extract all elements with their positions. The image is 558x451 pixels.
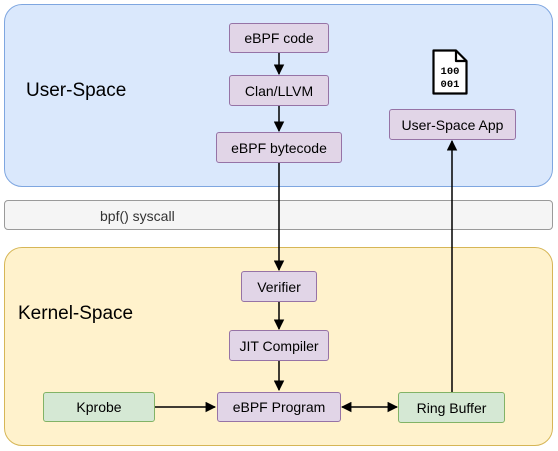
ebpf-program-node[interactable]: eBPF Program — [217, 392, 341, 422]
kprobe-node[interactable]: Kprobe — [43, 392, 155, 422]
verifier-node[interactable]: Verifier — [241, 271, 317, 302]
syscall-label: bpf() syscall — [100, 208, 175, 224]
binary-line-2: 001 — [441, 79, 460, 91]
user-space-app-node[interactable]: User-Space App — [389, 109, 516, 140]
ebpf-code-node[interactable]: eBPF code — [229, 23, 329, 53]
user-space-label: User-Space — [26, 80, 127, 101]
jit-compiler-node[interactable]: JIT Compiler — [229, 330, 329, 361]
ring-buffer-node[interactable]: Ring Buffer — [398, 392, 505, 423]
kernel-space-label: Kernel-Space — [18, 303, 134, 324]
ebpf-bytecode-node[interactable]: eBPF bytecode — [216, 132, 342, 163]
clang-llvm-node[interactable]: Clan/LLVM — [229, 75, 329, 106]
binary-line-1: 100 — [441, 66, 460, 78]
binary-file-icon: 100 001 — [432, 49, 468, 95]
